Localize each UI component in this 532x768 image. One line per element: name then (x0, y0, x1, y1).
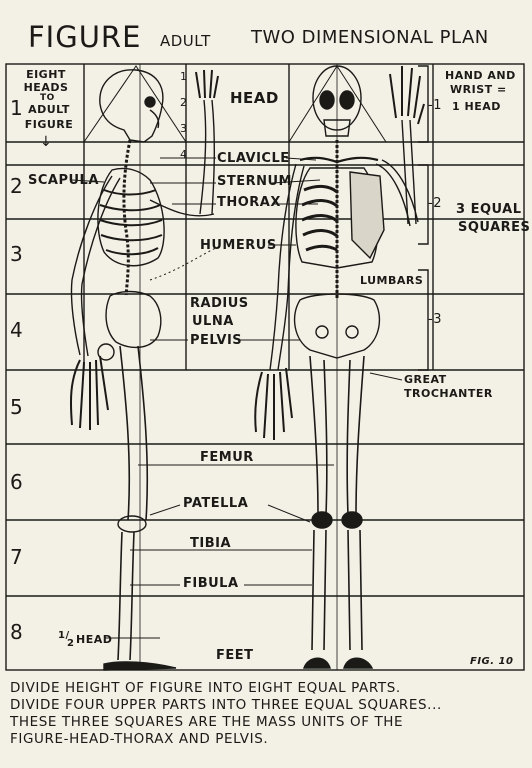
label-great: GREAT (404, 373, 447, 386)
head-mark-2: 2 (180, 96, 188, 109)
row-number-2: 2 (10, 174, 23, 198)
row-number-8: 8 (10, 620, 23, 644)
note-eight: EIGHT (26, 68, 66, 81)
note-one-head: 1 HEAD (452, 100, 501, 113)
note-wrist: WRIST = (450, 83, 507, 96)
page-title: FIGURE (28, 20, 142, 54)
bracket-2 (418, 164, 429, 245)
note-heads: HEADS (23, 81, 69, 94)
head-mark-3: 3 (180, 122, 188, 135)
row-number-5: 5 (10, 395, 23, 419)
note-figure: FIGURE (24, 118, 74, 131)
down-arrow-icon: ↓ (40, 134, 53, 150)
bracket-1 (418, 65, 429, 143)
square-mark-3: -3 (428, 312, 442, 327)
label-radius: RADIUS (190, 296, 249, 311)
label-head: HEAD (230, 89, 279, 107)
label-humerus: HUMERUS (200, 238, 277, 253)
head-mark-1: 1 (180, 70, 188, 83)
caption-line-4: FIGURE-HEAD-THORAX AND PELVIS. (10, 731, 269, 747)
caption-line-3: THESE THREE SQUARES ARE THE MASS UNITS O… (10, 714, 404, 730)
label-thorax: THORAX (217, 195, 281, 210)
label-pelvis: PELVIS (190, 333, 243, 348)
label-fig: FIG. 10 (470, 656, 514, 667)
note-hand-and: HAND AND (445, 69, 516, 82)
row-number-6: 6 (10, 470, 23, 494)
head-mark-4: 4 (180, 148, 188, 161)
label-lumbars: LUMBARS (360, 274, 424, 287)
label-feet: FEET (216, 648, 254, 663)
label-tibia: TIBIA (190, 536, 232, 551)
label-fibula: FIBULA (183, 576, 239, 591)
note-to: TO (40, 93, 55, 103)
leader-lines (71, 157, 403, 639)
row-number-3: 3 (10, 242, 23, 266)
caption-line-1: DIVIDE HEIGHT OF FIGURE INTO EIGHT EQUAL… (10, 680, 401, 696)
row-number-4: 4 (10, 318, 23, 342)
page-subtitle-plan: TWO DIMENSIONAL PLAN (251, 27, 489, 48)
row-number-7: 7 (10, 545, 23, 569)
bracket-3 (418, 269, 429, 371)
squares-label-1: 3 EQUAL (456, 202, 522, 217)
square-mark-1: -1 (428, 98, 442, 113)
caption: DIVIDE HEIGHT OF FIGURE INTO EIGHT EQUAL… (10, 680, 522, 748)
squares-label-2: SQUARES (458, 220, 531, 235)
label-trochanter: TROCHANTER (404, 387, 493, 400)
caption-line-2: DIVIDE FOUR UPPER PARTS INTO THREE EQUAL… (10, 697, 442, 713)
label-ulna: ULNA (192, 314, 234, 329)
label-sternum: STERNUM (217, 174, 292, 189)
label-femur: FEMUR (200, 450, 254, 465)
label-clavicle: CLAVICLE (217, 151, 290, 166)
row-number-1: 1 (10, 96, 23, 120)
label-half-head-num: 1/ (58, 630, 70, 641)
square-mark-2: -2 (428, 196, 442, 211)
page-subtitle-adult: ADULT (160, 32, 211, 50)
note-adult: ADULT (28, 103, 70, 116)
label-half-head: HEAD (76, 633, 113, 646)
grid-frame (5, 63, 525, 671)
front-skeleton (254, 65, 425, 669)
label-patella: PATELLA (183, 496, 249, 511)
side-skeleton (69, 65, 219, 671)
label-scapula: SCAPULA (28, 173, 99, 188)
label-half-head-den: 2 (67, 638, 75, 649)
